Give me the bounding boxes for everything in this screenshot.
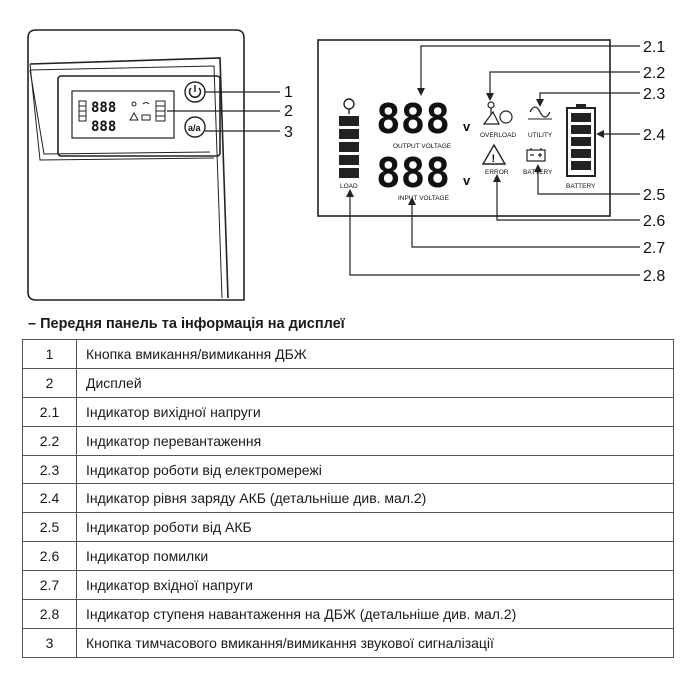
row-number: 2.6: [22, 541, 77, 572]
row-description: Індикатор вхідної напруги: [76, 570, 674, 601]
battery-mode-icon: [526, 148, 546, 162]
battery-level-bars: [571, 113, 591, 170]
battery-label: BATTERY: [566, 183, 596, 190]
callout-2-2: 2.2: [643, 65, 665, 82]
callout-2-8: 2.8: [643, 268, 665, 285]
callout-2-4: 2.4: [643, 127, 665, 144]
utility-label: UTILITY: [528, 132, 553, 139]
load-label: LOAD: [340, 183, 358, 190]
row-description: Індикатор рівня заряду АКБ (детальніше д…: [76, 483, 674, 514]
callout-2-7: 2.7: [643, 240, 665, 257]
svg-text:!: !: [492, 153, 496, 165]
row-description: Індикатор вихідної напруги: [76, 396, 674, 427]
load-bar-indicator: [339, 116, 359, 178]
row-number: 2.4: [22, 483, 77, 514]
output-volt-unit: v: [463, 119, 471, 134]
panel-frame: [57, 75, 221, 157]
mini-digits-input: 888: [91, 119, 116, 135]
row-number: 2.8: [22, 599, 77, 629]
row-number: 2.3: [22, 454, 77, 485]
callout-3: 3: [284, 124, 293, 141]
row-description: Індикатор помилки: [76, 541, 674, 572]
input-volt-unit: v: [463, 173, 471, 188]
ups-body-outline: [27, 29, 245, 301]
load-person-icon: [343, 98, 355, 110]
mini-digits-output: 888: [91, 100, 116, 116]
row-number: 2: [22, 367, 77, 398]
row-number: 2.7: [22, 570, 77, 601]
row-description: Кнопка вмикання/вимикання ДБЖ: [76, 339, 674, 369]
utility-sine-icon: [529, 106, 551, 118]
input-voltage-label: INPUT VOLTAGE: [398, 195, 450, 202]
row-description: Індикатор роботи від електромережі: [76, 454, 674, 485]
callout-2-3: 2.3: [643, 86, 665, 103]
row-description: Індикатор роботи від АКБ: [76, 512, 674, 543]
callout-1: 1: [284, 84, 293, 101]
row-number: 1: [22, 339, 77, 369]
display-frame: [317, 39, 611, 217]
row-number: 3: [22, 627, 77, 658]
row-number: 2.2: [22, 425, 77, 456]
row-description: Кнопка тимчасового вмикання/вимикання зв…: [76, 627, 674, 658]
ups-face-edge: [29, 57, 229, 299]
overload-label: OVERLOAD: [480, 132, 516, 139]
output-voltage-digits: 888: [376, 95, 450, 143]
row-description: Дисплей: [76, 367, 674, 398]
callout-2-6: 2.6: [643, 213, 665, 230]
mute-icon: a/a: [188, 123, 202, 133]
battery-level-outline: [566, 107, 596, 177]
row-number: 2.5: [22, 512, 77, 543]
row-description: Індикатор перевантаження: [76, 425, 674, 456]
callout-2-5: 2.5: [643, 187, 665, 204]
front-panel-diagram: 888 888 a/a 1 2 3 LOAD 888 v OUTPUT VOLT…: [27, 29, 665, 301]
overload-icon: [482, 101, 513, 125]
row-description: Індикатор ступеня навантаження на ДБЖ (д…: [76, 599, 674, 629]
section-title: – Передня панель та інформація на диспле…: [28, 316, 345, 332]
row-number: 2.1: [22, 396, 77, 427]
mute-button[interactable]: [184, 116, 206, 138]
callout-2: 2: [284, 103, 293, 120]
output-voltage-label: OUTPUT VOLTAGE: [393, 143, 452, 150]
error-label: ERROR: [485, 169, 509, 176]
input-voltage-digits: 888: [376, 149, 450, 197]
callout-2-1: 2.1: [643, 39, 665, 56]
power-icon: [188, 85, 202, 99]
error-warning-icon: [481, 143, 507, 165]
mini-lcd: [71, 90, 175, 139]
